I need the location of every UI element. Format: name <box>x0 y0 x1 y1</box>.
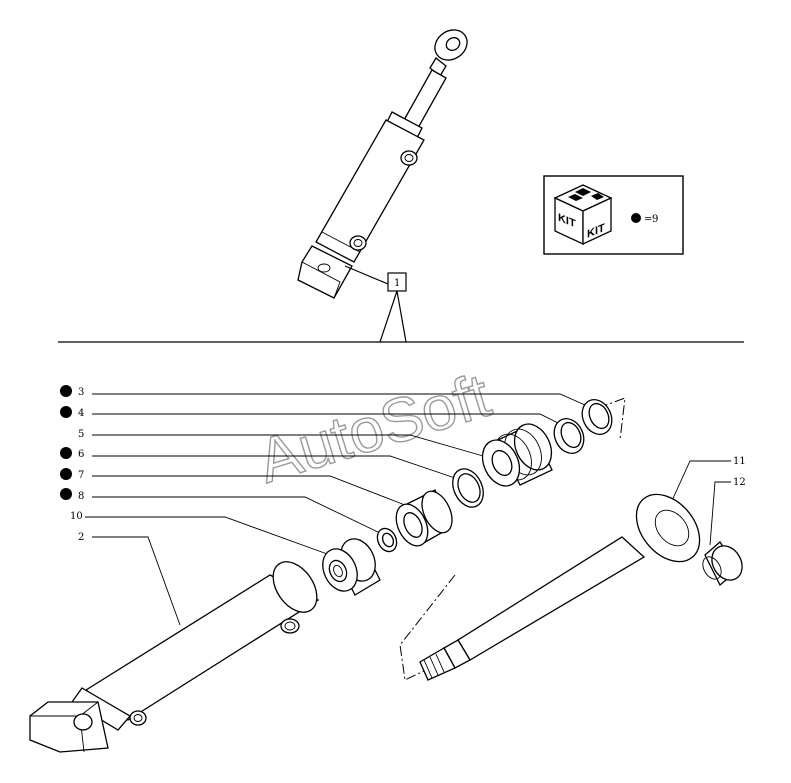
callout-label-11: 11 <box>733 456 746 467</box>
kit-box-icon <box>553 184 613 246</box>
kit-bullet-icon <box>631 213 641 223</box>
callout-label-2: 2 <box>78 532 84 543</box>
callout-label-12: 12 <box>733 477 746 488</box>
callout-label-6: 6 <box>78 449 84 460</box>
kit-ref: 9 <box>652 214 658 225</box>
callout-label-5: 5 <box>78 429 84 440</box>
part-3-ring <box>581 398 613 436</box>
kit-legend: KIT KIT = 9 <box>543 175 684 255</box>
kit-equals: = <box>644 214 652 225</box>
callout-label-10: 10 <box>70 511 83 522</box>
part-11-rod <box>419 493 701 681</box>
callout-label-3: 3 <box>78 387 84 398</box>
callout-leaders <box>85 393 731 626</box>
callout-label-8: 8 <box>78 491 84 502</box>
part-8-ring <box>376 527 398 553</box>
callout-label-7: 7 <box>78 470 84 481</box>
part-12-bushing <box>702 541 743 587</box>
kit-bullet-icon <box>60 488 72 500</box>
part-5-gland <box>481 423 553 487</box>
assembled-cylinder-illustration <box>297 29 468 299</box>
kit-bullet-icon <box>60 468 72 480</box>
part-7-piston <box>395 489 453 547</box>
kit-bullet-icon <box>60 406 72 418</box>
kit-bullet-icon <box>60 447 72 459</box>
callout-markers: 3 4 5 6 7 8 10 2 11 12 <box>60 385 746 543</box>
part-6-oring <box>452 468 484 508</box>
kit-bullet-icon <box>60 385 72 397</box>
part-4-seal <box>553 417 585 455</box>
part-2-barrel <box>29 561 320 753</box>
assembly-ref-label: 1 <box>394 278 400 289</box>
dashdot-frame <box>399 397 626 681</box>
callout-label-4: 4 <box>78 408 84 419</box>
part-10-nut <box>322 538 381 596</box>
